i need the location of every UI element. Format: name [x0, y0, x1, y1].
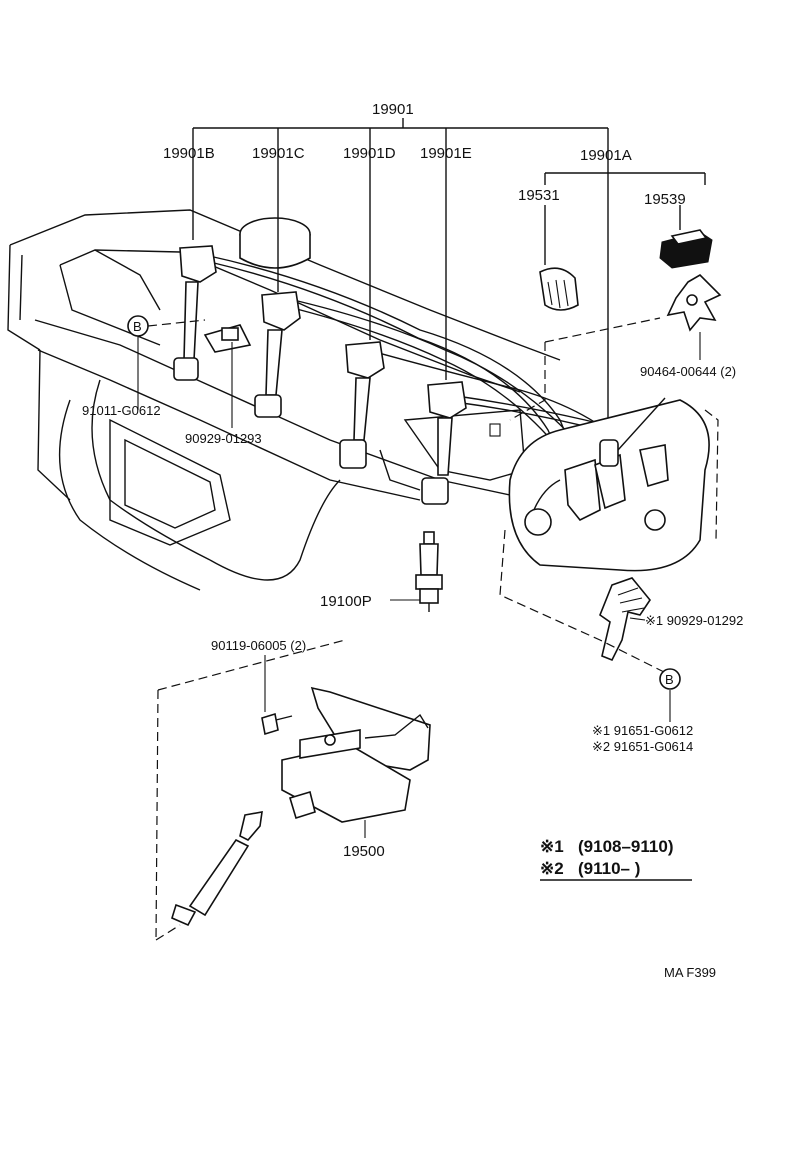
plug-boot-c: [254, 291, 301, 418]
distributor-cap-19531: [539, 267, 579, 311]
label-19901B: 19901B: [163, 145, 215, 162]
legend-note2-range: (9110– ): [578, 859, 640, 878]
label-91651-G0612: ※1 91651-G0612: [592, 723, 693, 738]
label-19531: 19531: [518, 187, 560, 204]
label-91651-G0614: ※2 91651-G0614: [592, 739, 693, 754]
harness-leader-lines: [192, 118, 706, 430]
label-90929-01292: ※1 90929-01292: [645, 613, 743, 628]
legend-note1-range: (9108–9110): [578, 837, 673, 856]
label-19100P: 19100P: [320, 593, 372, 610]
label-19901D: 19901D: [343, 145, 396, 162]
distributor: [508, 397, 710, 572]
callout-b-right: B: [659, 668, 681, 690]
label-90464-00644: 90464-00644 (2): [640, 364, 736, 379]
label-90929-01293: 90929-01293: [185, 431, 262, 446]
label-19901C: 19901C: [252, 145, 305, 162]
legend-note1-mark: ※1: [540, 837, 564, 856]
bracket-90929-01292: [599, 577, 651, 662]
label-90119-06005: 90119-06005 (2): [211, 638, 306, 653]
svg-text:B: B: [133, 319, 142, 334]
plug-boot-d: [339, 341, 385, 469]
engine-valve-cover: [7, 209, 561, 591]
plug-boot-b: [173, 245, 217, 381]
callout-b-left: B: [127, 315, 149, 337]
dashed-leaders: [147, 317, 719, 941]
clip-90929-01293: [203, 324, 252, 353]
plug-boot-e: [421, 381, 467, 505]
legend-note2-mark: ※2: [540, 859, 564, 878]
label-19901A: 19901A: [580, 147, 632, 164]
label-19901E: 19901E: [420, 145, 472, 162]
label-leaders: [137, 332, 701, 838]
label-19500: 19500: [343, 843, 385, 860]
footer-code: MA F399: [664, 965, 716, 980]
svg-text:B: B: [665, 672, 674, 687]
clamp-90464-00644: [666, 273, 722, 332]
ignition-coil-19500: [171, 686, 431, 927]
rotor-19539: [659, 229, 713, 269]
label-91011-G0612: 91011-G0612: [82, 403, 161, 418]
label-19901: 19901: [372, 101, 414, 118]
legend: ※1 (9108–9110) ※2 (9110– ): [540, 837, 692, 881]
label-19539: 19539: [644, 191, 686, 208]
spark-plug-19100P: [415, 531, 443, 612]
